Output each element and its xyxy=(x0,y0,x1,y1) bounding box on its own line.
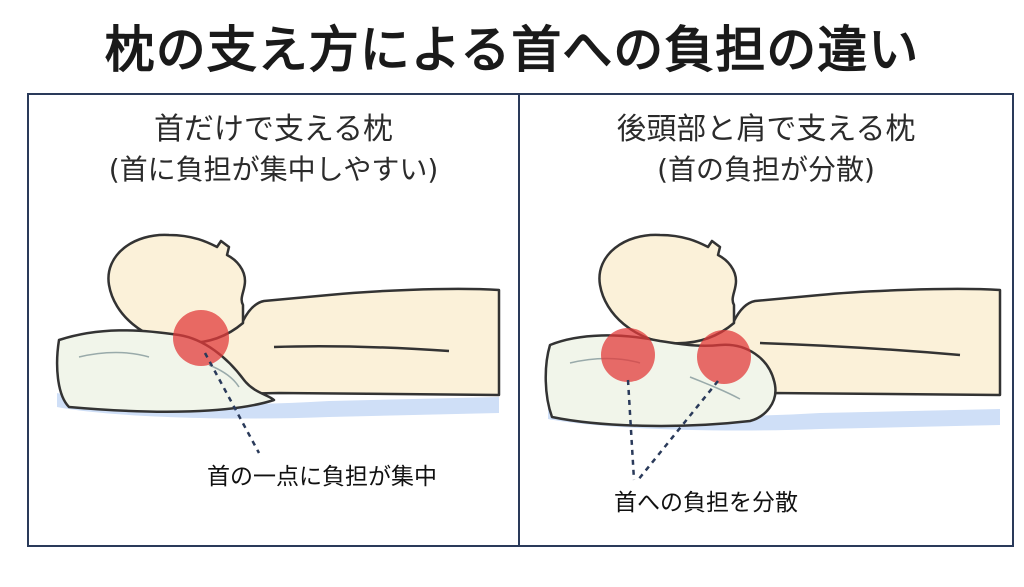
pillow-crease xyxy=(208,364,240,388)
panel-title: 後頭部と肩で支える枕 xyxy=(616,112,916,147)
pillow-crease xyxy=(689,376,741,400)
pillow-shape xyxy=(55,329,276,413)
shoulder-line xyxy=(273,344,450,353)
illustration-neck-only xyxy=(55,233,501,454)
page-title: 枕の支え方による首への負担の違い xyxy=(104,21,920,79)
panel-neck-only-pillow: 首だけで支える枕 (首に負担が集中しやすい) 首の一点に負担が集中 xyxy=(27,93,520,547)
head-shape xyxy=(598,233,738,345)
callout-line xyxy=(637,380,719,481)
pillow-crease xyxy=(78,351,150,358)
pressure-point xyxy=(601,328,655,382)
illustration-head-shoulder xyxy=(544,233,1002,481)
panel-subtitle: (首の負担が分散) xyxy=(657,153,875,186)
callout-line xyxy=(626,379,636,481)
panel-subtitle: (首に負担が集中しやすい) xyxy=(108,153,439,186)
pressure-point xyxy=(697,330,751,384)
panel-title: 首だけで支える枕 xyxy=(153,112,394,147)
panel-head-shoulder-pillow: 後頭部と肩で支える枕 (首の負担が分散) 首への負担を分散 xyxy=(518,93,1014,547)
pressure-point xyxy=(173,310,229,366)
annotation-text: 首の一点に負担が集中 xyxy=(207,464,437,490)
annotation-text: 首への負担を分散 xyxy=(614,490,798,516)
callout-line xyxy=(203,352,261,454)
shoulder-line xyxy=(759,341,961,357)
